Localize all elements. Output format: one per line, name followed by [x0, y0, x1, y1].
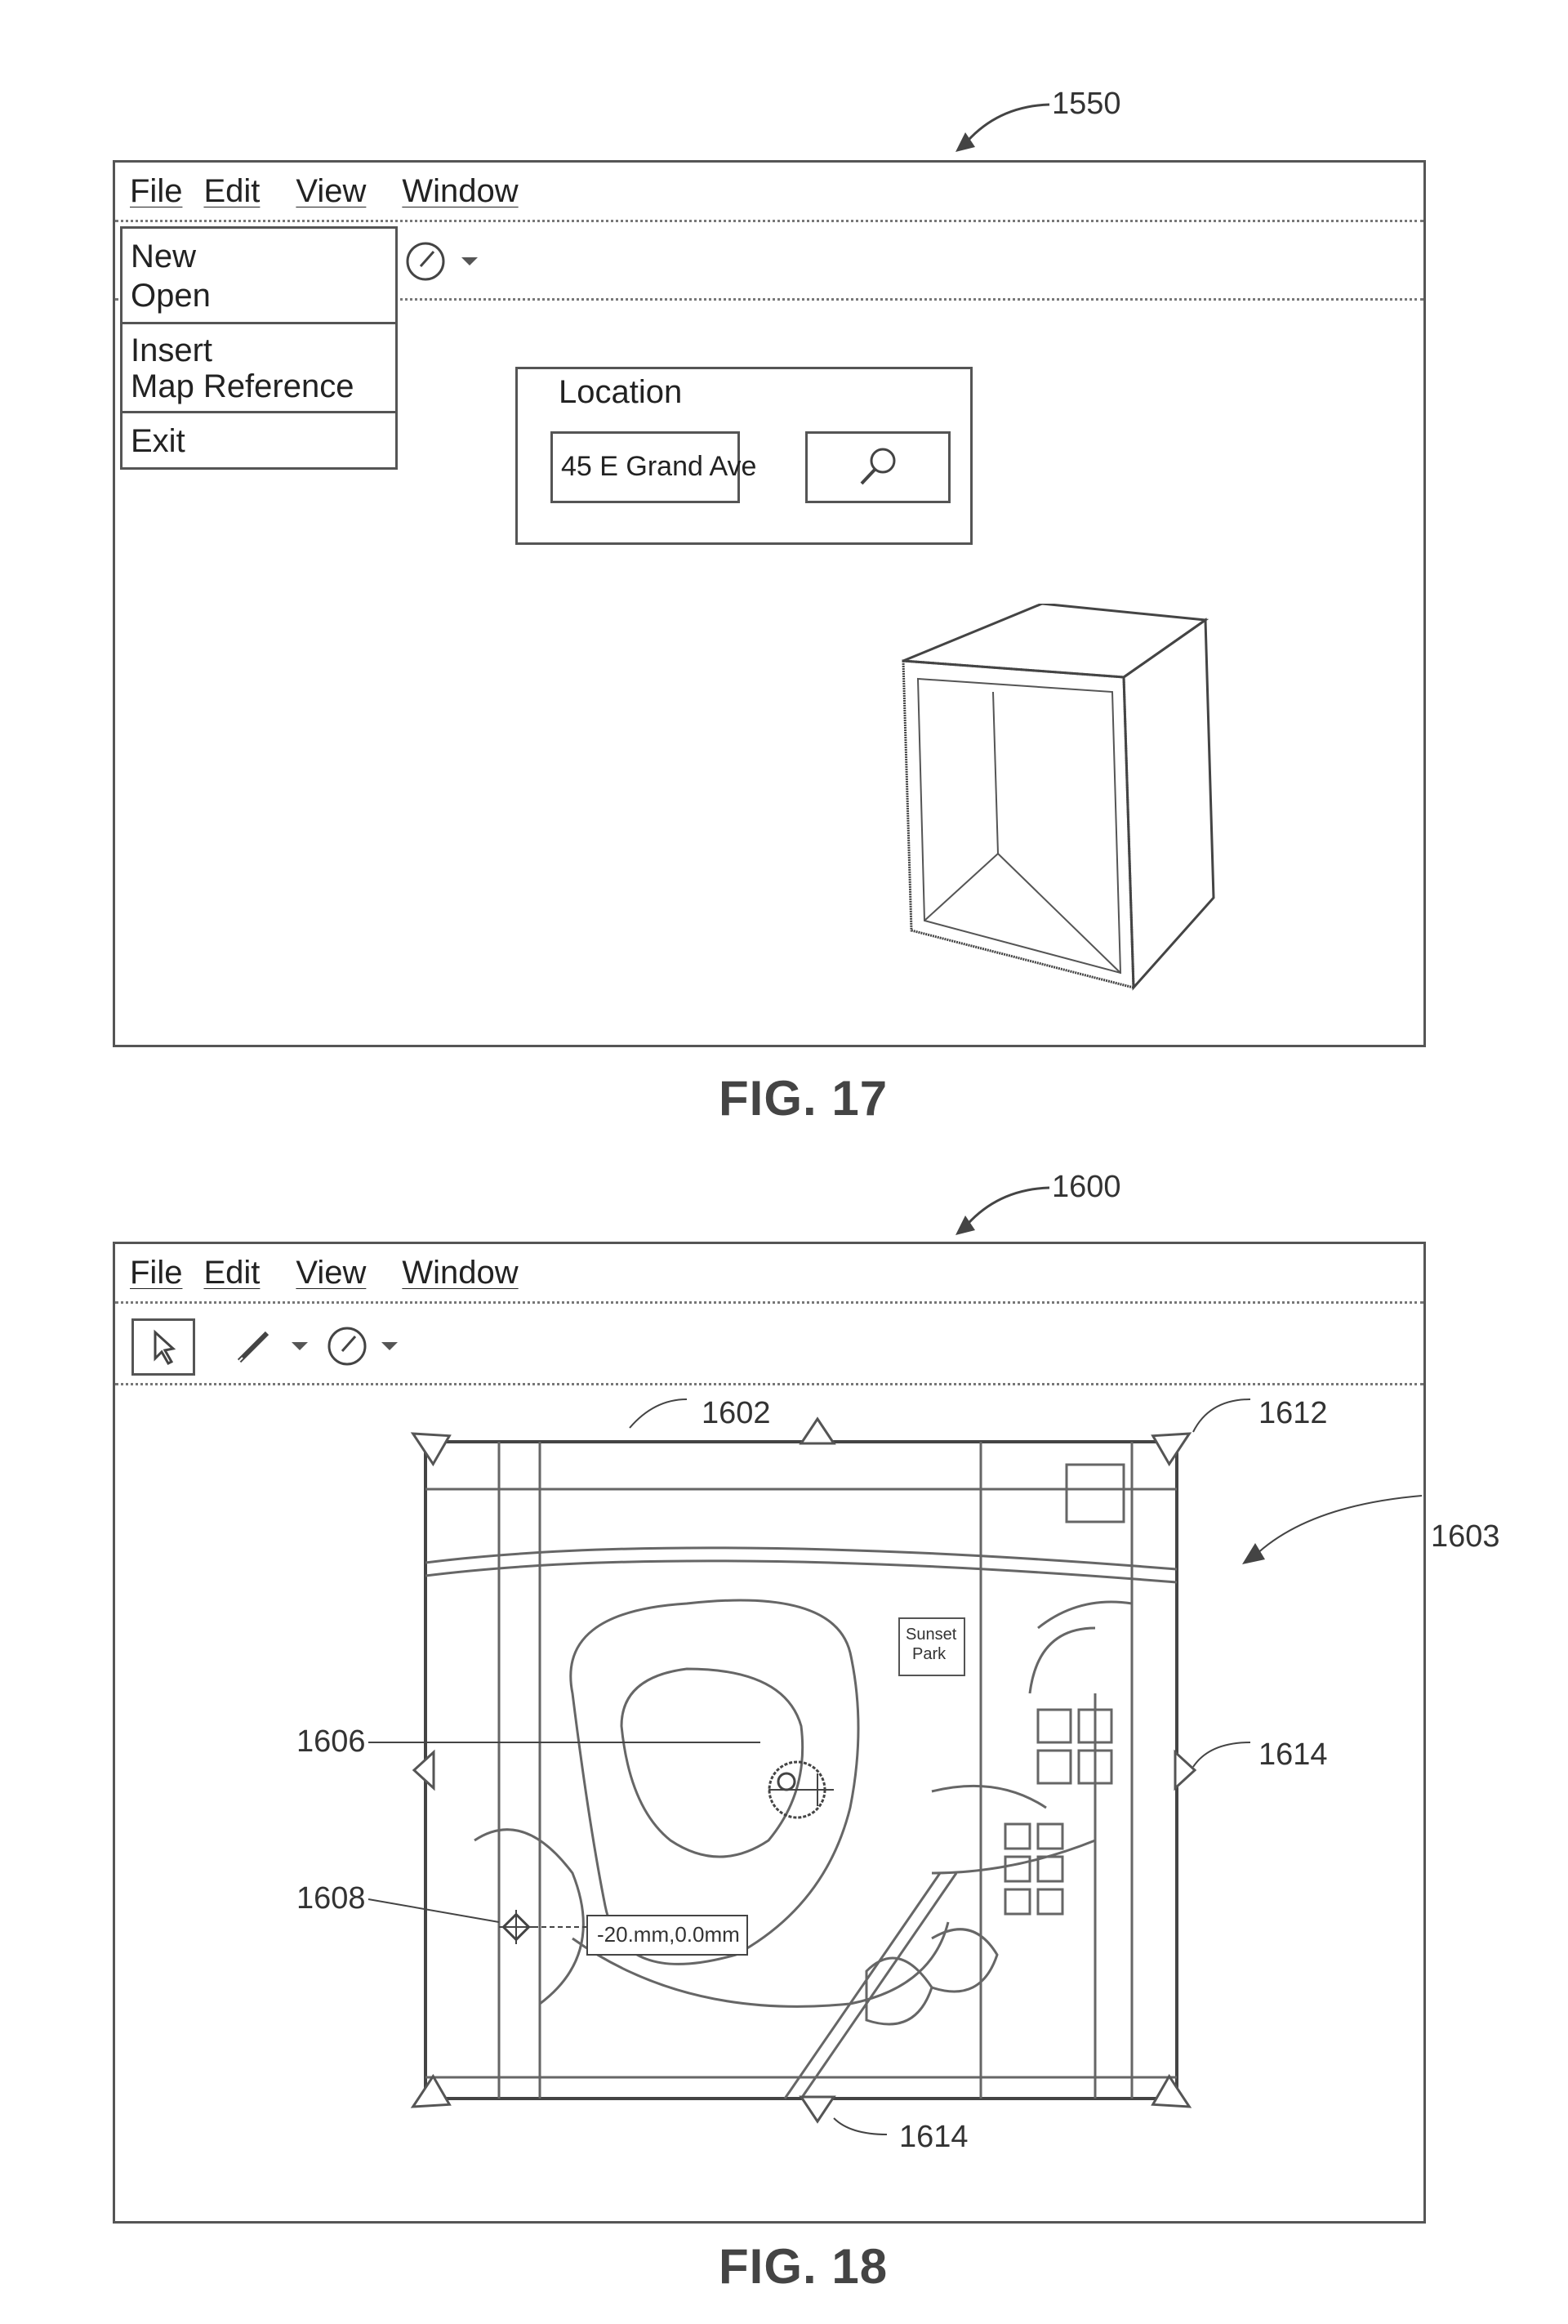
fig17-caption: FIG. 17 [719, 1071, 889, 1126]
select-tool-button[interactable] [131, 1318, 195, 1376]
ref-1602: 1602 [702, 1396, 771, 1430]
reference-arrow-icon [956, 1186, 1050, 1235]
park-area [898, 1617, 965, 1676]
gauge-tool-button[interactable] [401, 237, 450, 286]
ref-1608: 1608 [296, 1881, 366, 1916]
map-canvas[interactable]: Sunset Park -20.mm,0.0mm [115, 1383, 1423, 2216]
location-label: Location [559, 374, 683, 410]
ref-1606: 1606 [296, 1724, 366, 1759]
pencil-dropdown[interactable] [287, 1332, 313, 1361]
pointer-icon [154, 1329, 176, 1365]
ref-1612: 1612 [1258, 1396, 1328, 1430]
overlay-arrowhead [1242, 1543, 1265, 1564]
location-panel: Location 45 E Grand Ave [515, 367, 973, 545]
coordinate-readout-box [586, 1915, 748, 1956]
file-menu-group-3: Exit [122, 413, 395, 467]
menu-item-new[interactable]: New [131, 239, 197, 274]
ref-1603: 1603 [1431, 1519, 1500, 1554]
fig17-menubar: File Edit View Window [115, 163, 1423, 222]
cube-object[interactable] [879, 604, 1303, 996]
pencil-tool-button[interactable] [229, 1322, 278, 1371]
menu-item-exit[interactable]: Exit [131, 423, 185, 459]
menu-file[interactable]: File [130, 172, 183, 209]
gauge-dropdown[interactable] [376, 1332, 403, 1361]
handle-left[interactable] [412, 1749, 435, 1791]
menu-edit[interactable]: Edit [203, 1254, 261, 1291]
chevron-down-icon [461, 257, 478, 265]
center-marker[interactable] [768, 1760, 834, 1819]
chevron-down-icon [292, 1342, 308, 1350]
search-icon [860, 448, 896, 485]
fig17-app-window: File Edit View Window New Open Insert Ma… [113, 160, 1426, 1047]
gauge-tool-button[interactable] [323, 1322, 372, 1371]
handle-top-right[interactable] [1151, 1420, 1198, 1467]
handle-top-left[interactable] [405, 1420, 452, 1467]
chevron-down-icon [381, 1342, 398, 1350]
handle-top[interactable] [799, 1416, 836, 1445]
menu-item-map-reference[interactable]: Map Reference [131, 368, 354, 404]
fig18-app-window: File Edit View Window [113, 1242, 1426, 2224]
menu-view[interactable]: View [296, 172, 367, 209]
coordinate-readout: -20.mm,0.0mm [597, 1922, 740, 1947]
file-menu-group-2: Insert Map Reference [122, 324, 395, 413]
handle-bottom[interactable] [799, 2095, 836, 2124]
leader-lines [368, 1398, 1423, 2135]
ref-1614-bottom: 1614 [899, 2120, 969, 2154]
fig18-ref-label: 1600 [1052, 1170, 1121, 1204]
park-label-line1: Sunset [906, 1626, 957, 1644]
reference-arrow-icon [956, 103, 1050, 152]
fig18-menubar: File Edit View Window [115, 1244, 1423, 1304]
menu-window[interactable]: Window [402, 1254, 519, 1291]
fig17-toolbar [115, 222, 1423, 301]
gauge-icon [327, 1327, 367, 1366]
menu-item-open[interactable]: Open [131, 278, 211, 314]
map-streets [425, 1442, 1178, 2099]
fig18-reference: 1600 [947, 1165, 1160, 1238]
handle-bottom-left[interactable] [405, 2073, 452, 2121]
location-input[interactable]: 45 E Grand Ave [550, 431, 756, 503]
gauge-icon [406, 242, 445, 281]
handle-bottom-right[interactable] [1151, 2073, 1198, 2121]
menu-window[interactable]: Window [402, 172, 519, 209]
fig17-reference: 1550 [947, 82, 1160, 155]
park-label-line2: Park [912, 1645, 947, 1663]
location-search-button[interactable] [805, 431, 951, 503]
ref-1614-right: 1614 [1258, 1737, 1328, 1772]
menu-item-insert[interactable]: Insert [131, 332, 213, 368]
gauge-dropdown[interactable] [455, 247, 484, 276]
fig18-toolbar [115, 1304, 1423, 1385]
fig17-ref-label: 1550 [1052, 87, 1121, 121]
fig18-caption: FIG. 18 [719, 2239, 889, 2294]
menu-file[interactable]: File [130, 1254, 183, 1291]
pencil-icon [237, 1331, 270, 1363]
file-menu-group-1: New Open [122, 229, 395, 324]
file-menu-dropdown: New Open Insert Map Reference Exit [120, 226, 398, 470]
menu-view[interactable]: View [296, 1254, 367, 1291]
menu-edit[interactable]: Edit [203, 172, 261, 209]
handle-right[interactable] [1174, 1749, 1197, 1791]
